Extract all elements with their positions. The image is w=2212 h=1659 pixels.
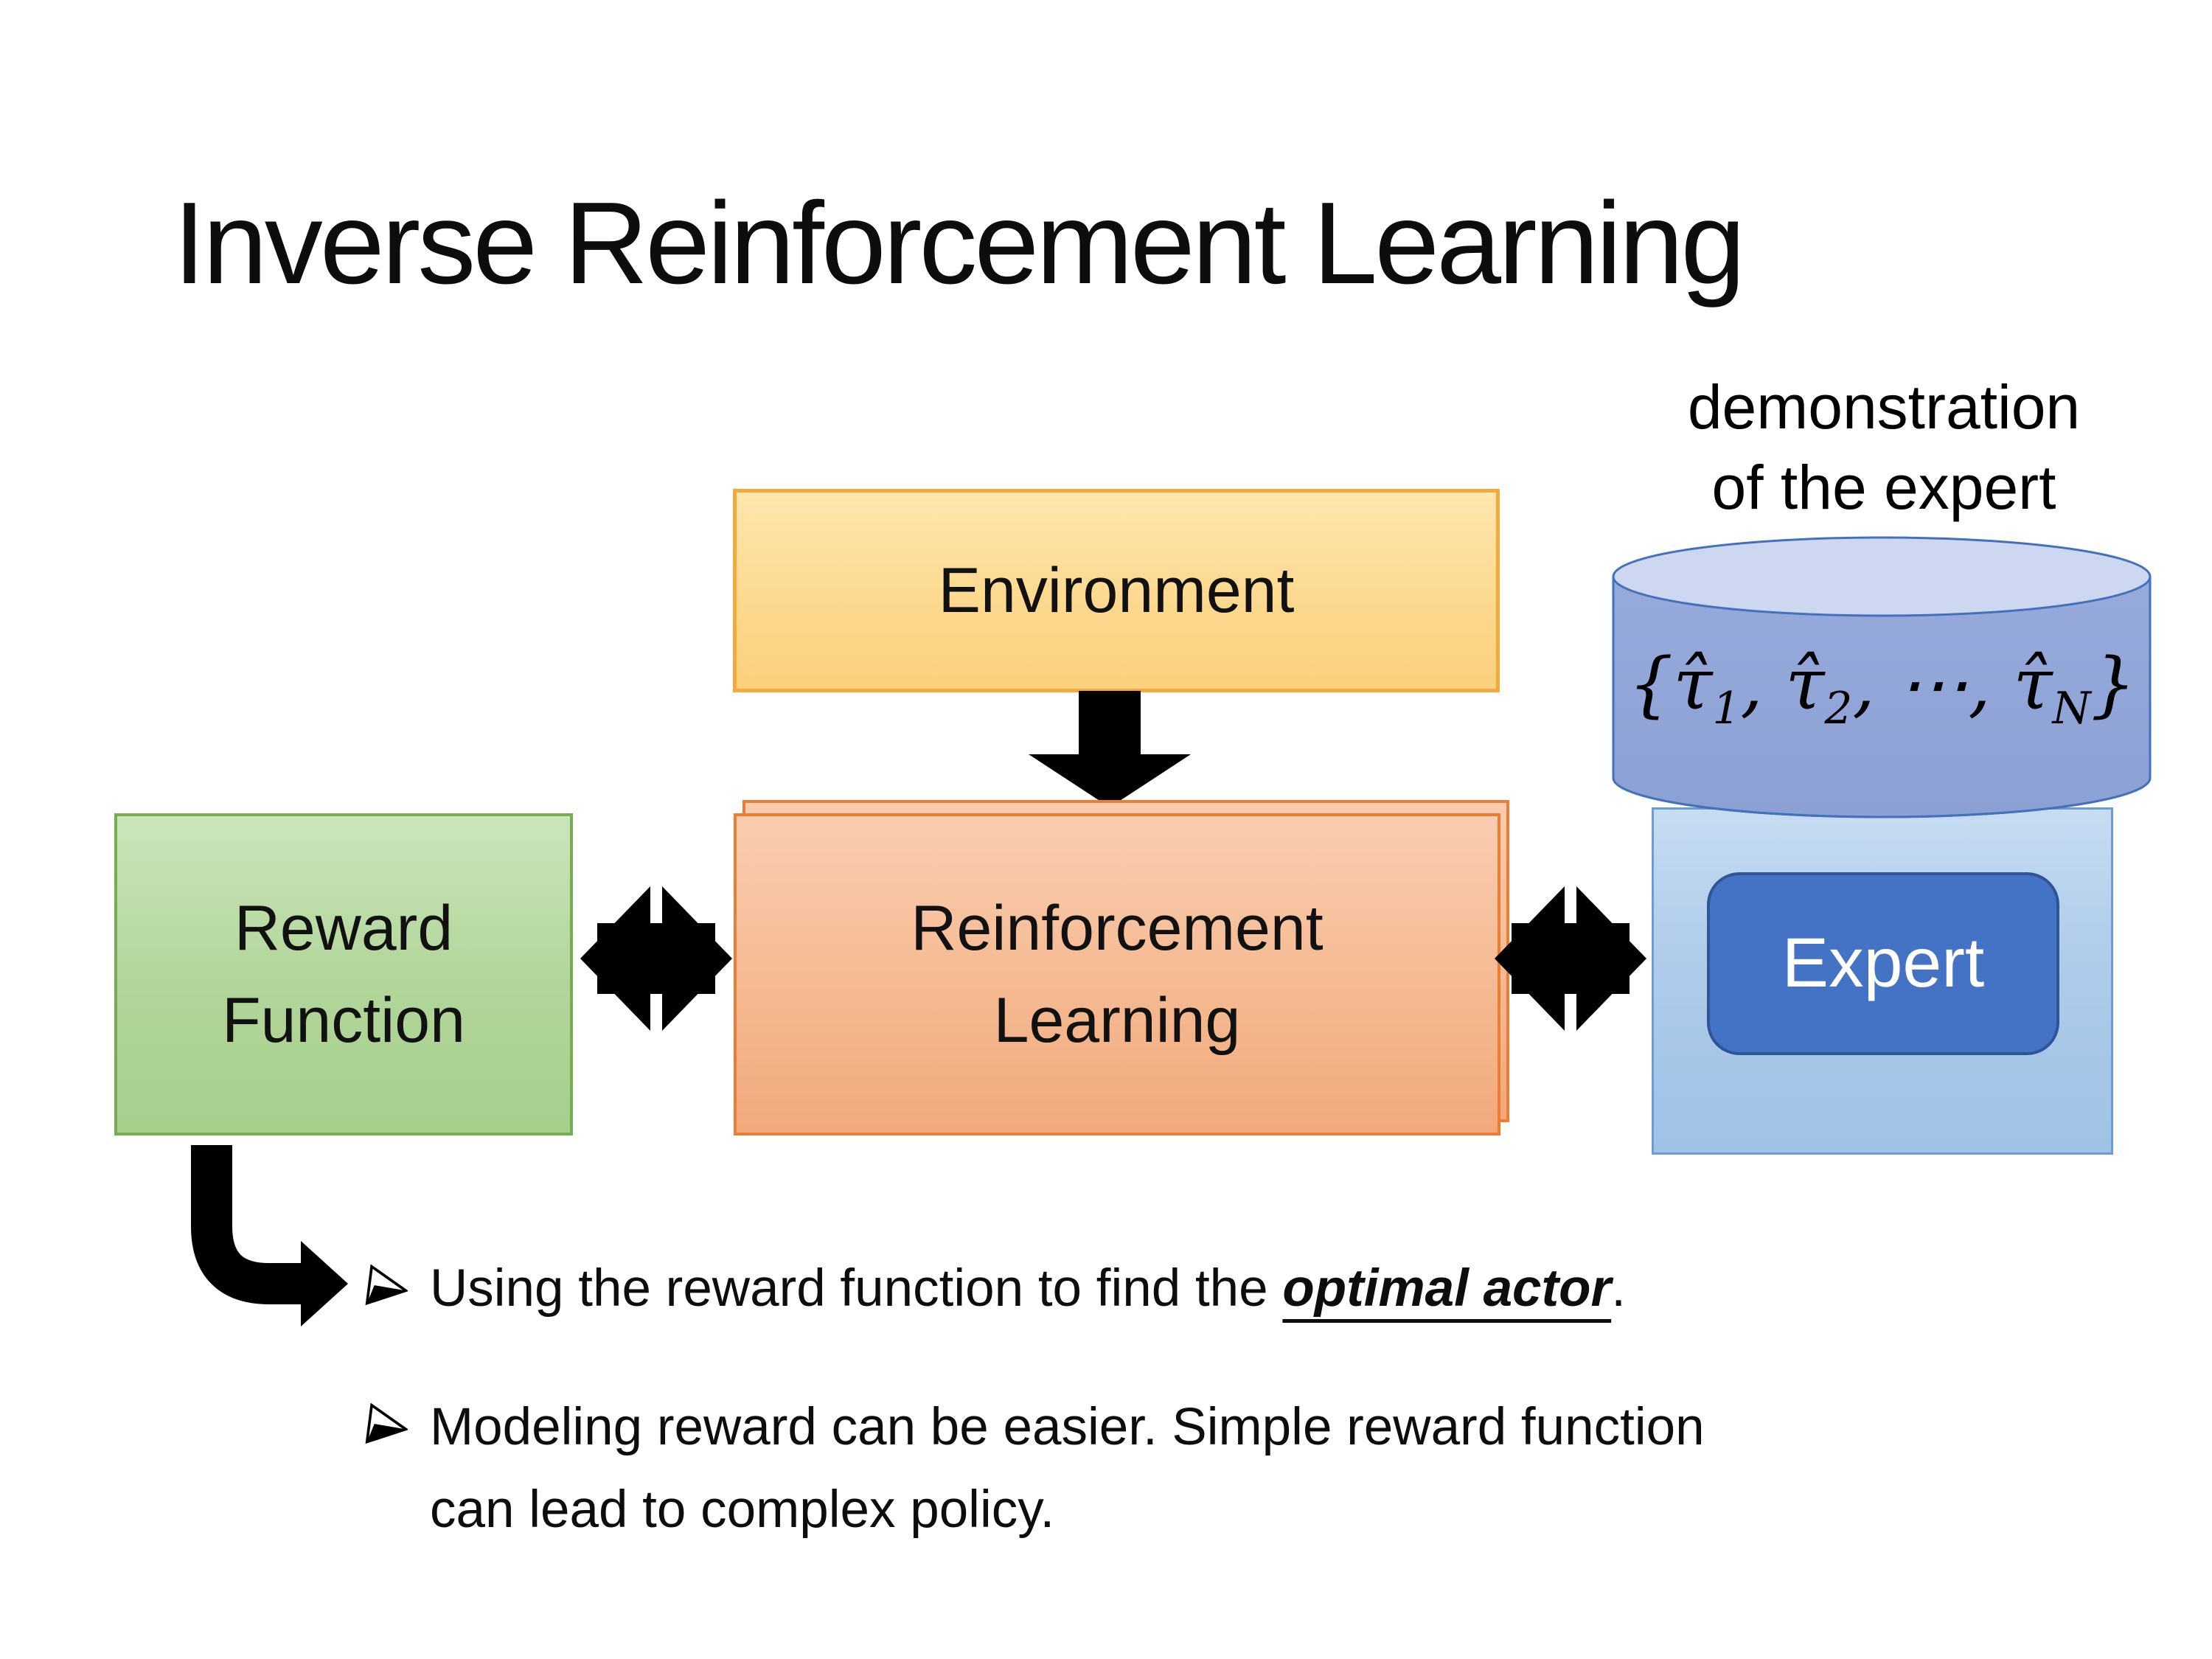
reinforcement-learning-label-line1: Reinforcement [911, 892, 1324, 964]
demonstration-caption: demonstration of the expert [1585, 367, 2183, 528]
expert-label: Expert [1781, 924, 1985, 1003]
page-title: Inverse Reinforcement Learning [173, 178, 1745, 308]
bullet-list: Using the reward function to find the op… [365, 1248, 2076, 1608]
reward-function-label-line2: Function [222, 984, 465, 1056]
formula-open-brace: { [1628, 643, 1674, 726]
down-arrow-icon [1029, 691, 1191, 807]
environment-label: Environment [938, 554, 1295, 626]
formula-tau-hat: τ̂ [1673, 643, 1713, 726]
bullet-text-segment: Using the reward function to find the [430, 1259, 1283, 1318]
reward-function-label-line1: Reward [234, 892, 453, 964]
environment-box: Environment [733, 489, 1500, 692]
trajectory-set-formula: {τ̂1, τ̂2, ⋯, τ̂N} [1628, 643, 2136, 735]
formula-subscript: 1 [1712, 684, 1741, 735]
reinforcement-learning-box: Reinforcement Learning [734, 813, 1500, 1135]
double-arrow-reward-rl-icon [580, 886, 732, 1031]
demonstration-caption-line1: demonstration [1687, 372, 2081, 442]
demonstration-caption-line2: of the expert [1711, 453, 2056, 523]
formula-subscript: 2 [1824, 684, 1853, 735]
formula-tau-hat: τ̂ [1785, 643, 1825, 726]
bullet-item: Modeling reward can be easier. Simple re… [365, 1386, 2076, 1551]
arrow-bullet-icon [365, 1264, 408, 1306]
arrow-bullet-icon [365, 1402, 408, 1444]
double-arrow-rl-expert-icon [1495, 886, 1646, 1031]
emphasized-text: optimal actor [1282, 1259, 1612, 1318]
reward-function-box: Reward Function [114, 813, 573, 1135]
bullet-text-segment: Modeling reward can be easier. Simple re… [430, 1398, 1705, 1540]
formula-close-brace: } [2090, 643, 2136, 726]
reinforcement-learning-label-line2: Learning [993, 984, 1241, 1056]
formula-dots: ⋯ [1897, 643, 1969, 726]
bullet-text: Modeling reward can be easier. Simple re… [430, 1386, 1728, 1551]
demonstration-database-cylinder [1612, 536, 2152, 818]
elbow-arrow-icon [191, 1145, 348, 1326]
bullet-item: Using the reward function to find the op… [365, 1248, 2076, 1330]
expert-box: Expert [1707, 872, 2059, 1055]
formula-tau-hat: τ̂ [2013, 643, 2053, 726]
bullet-text: Using the reward function to find the op… [430, 1248, 1626, 1330]
formula-subscript: N [2052, 684, 2091, 735]
bullet-text-segment: . [1611, 1259, 1626, 1318]
